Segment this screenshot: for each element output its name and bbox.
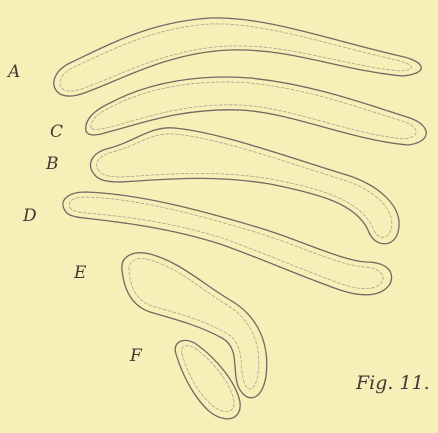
figure-caption: Fig. 11. <box>356 374 430 393</box>
label-e: E <box>74 265 86 282</box>
outline-e <box>122 253 267 398</box>
label-f: F <box>130 348 142 365</box>
outline-a <box>54 18 422 96</box>
outline-b <box>91 128 400 244</box>
label-a: A <box>8 64 20 81</box>
label-d: D <box>23 208 37 225</box>
label-b: B <box>46 156 59 173</box>
outline-f <box>175 340 240 419</box>
outline-d <box>63 192 392 295</box>
label-c: C <box>50 124 63 141</box>
outline-c <box>86 77 427 145</box>
